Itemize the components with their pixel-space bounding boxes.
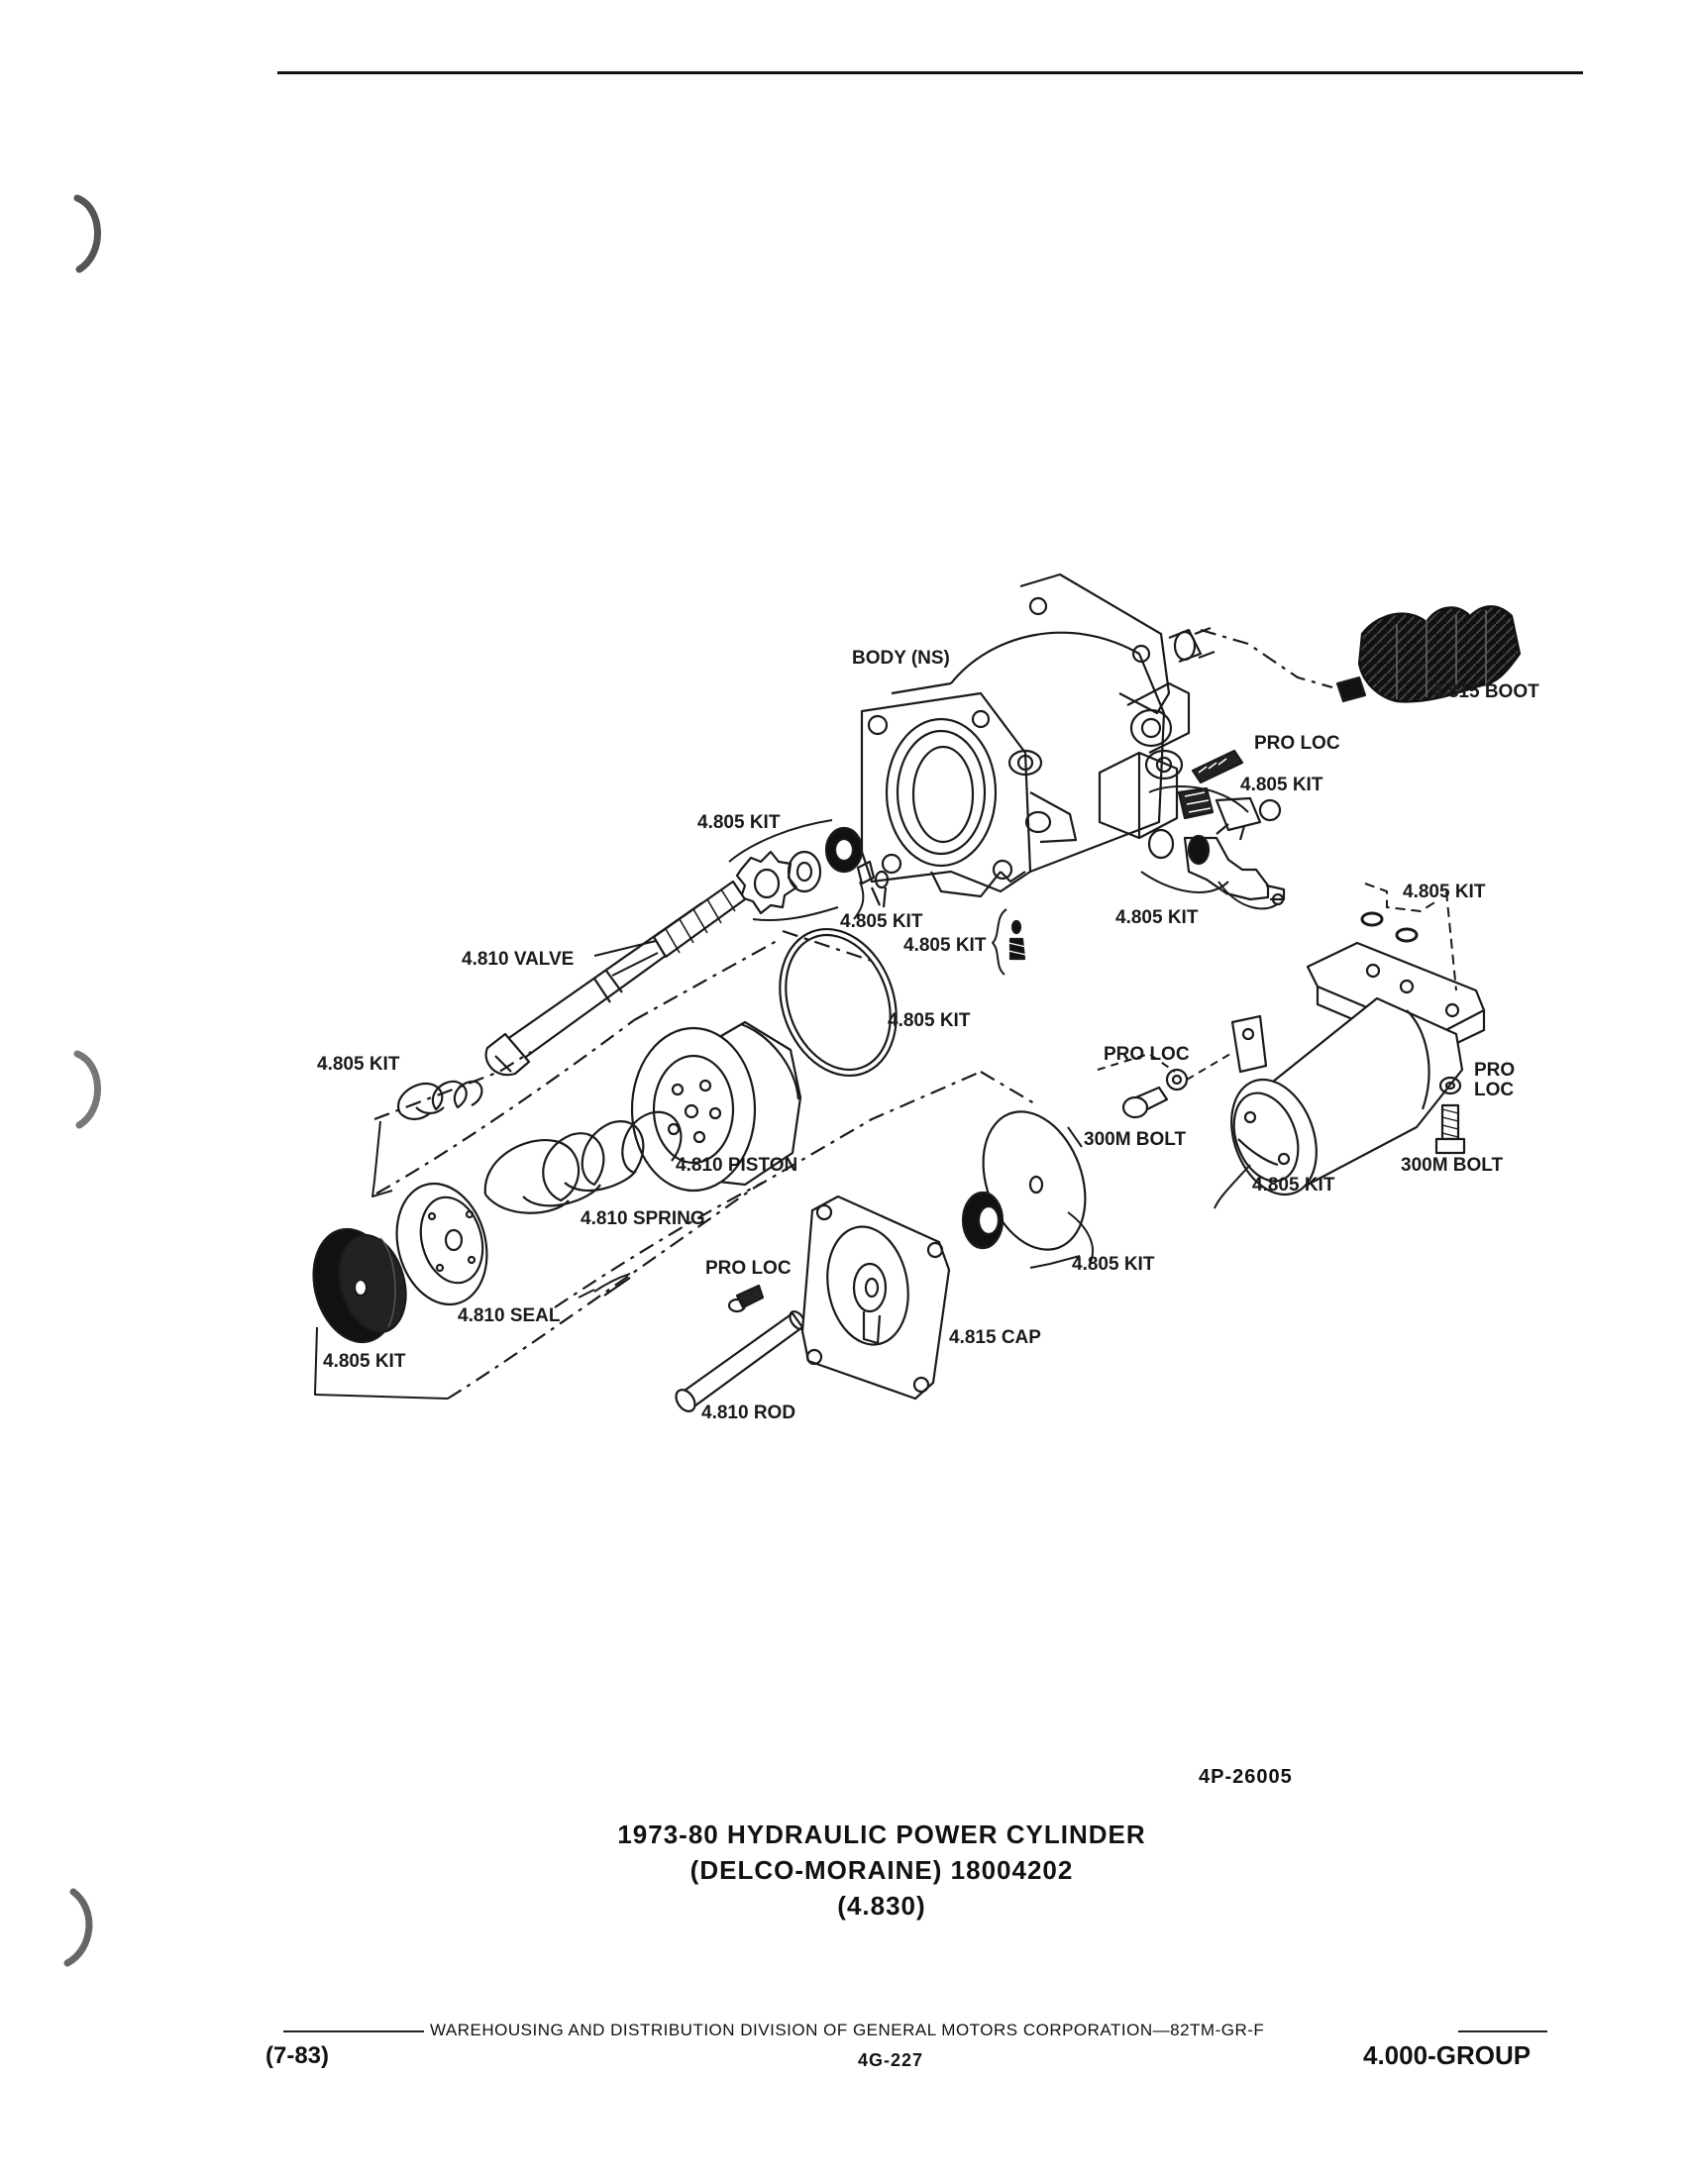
spring [483,1110,683,1214]
pro-loc-low-screw [727,1284,765,1313]
label-kit-center-2: 4.805 KIT [903,935,987,956]
label-kit-bottom-left: 4.805 KIT [323,1351,406,1372]
pro-loc-upper-fitting [1191,749,1244,784]
label-rod: 4.810 ROD [701,1403,795,1423]
punch-hole-bottom [63,1888,93,1967]
rod [675,1310,806,1412]
footer-organization: WAREHOUSING AND DISTRIBUTION DIVISION OF… [430,2021,1265,2039]
footer-page-number: 4G-227 [858,2050,924,2070]
pro-loc-washer-right [1438,1076,1462,1095]
bolt-mid [1121,1086,1169,1119]
label-kit-oring: 4.805 KIT [888,1010,971,1031]
label-kit-far-right: 4.805 KIT [1403,882,1486,902]
footer-rule: WAREHOUSING AND DISTRIBUTION DIVISION OF… [283,2021,1547,2040]
small-fittings [856,860,890,908]
label-bolt-mid: 300M BOLT [1084,1129,1187,1150]
footer-date-code: (7-83) [265,2042,330,2069]
boot [1335,605,1522,703]
mounting-tab [1230,1014,1268,1074]
label-cap: 4.815 CAP [949,1327,1041,1348]
label-bolt-right: 300M BOLT [1401,1155,1504,1176]
o-ring [779,927,898,1078]
punch-hole-top [73,194,101,273]
bleeder-screw [1007,919,1027,961]
figure-caption: 1973-80 HYDRAULIC POWER CYLINDER (DELCO-… [555,1817,1209,1924]
label-loc-right: LOC [1474,1080,1514,1100]
bolt-right [1434,1103,1466,1155]
spring-retainer [395,1182,488,1306]
label-piston: 4.810 PISTON [676,1155,797,1176]
pro-loc-washer-mid [1165,1068,1189,1092]
piston [630,1020,802,1193]
label-valve: 4.810 VALVE [462,949,574,970]
small-o-rings [1360,911,1419,943]
cap-seal [961,1191,1005,1250]
caption-line-2: (DELCO-MORAINE) 18004202 [689,1855,1074,1885]
cylinder [1214,996,1464,1209]
label-kit-left-spring: 4.805 KIT [317,1054,400,1075]
label-pro-right: PRO [1474,1060,1515,1081]
label-kit-right-mid: 4.805 KIT [1115,907,1199,928]
figure-id: 4P-26005 [1199,1766,1293,1788]
caption-line-1: 1973-80 HYDRAULIC POWER CYLINDER [617,1820,1146,1849]
footer-group: 4.000-GROUP [1363,2040,1532,2070]
label-spring: 4.810 SPRING [581,1208,705,1229]
part-labels: BODY (NS) 4.815 BOOT PRO LOC 4.805 KIT 4… [317,648,1539,1423]
rubber-seal [824,826,864,874]
upper-right-kit-parts [1177,786,1282,841]
seal [312,1227,407,1344]
label-seal: 4.810 SEAL [458,1305,561,1326]
valve [484,880,747,1077]
label-kit-cap-disc: 4.805 KIT [1072,1254,1155,1275]
label-kit-center: 4.805 KIT [840,911,923,932]
label-body: BODY (NS) [852,648,950,669]
cap [800,1195,951,1401]
label-pro-loc-low: PRO LOC [705,1258,792,1279]
label-pro-loc-mid: PRO LOC [1104,1044,1190,1065]
small-spring [397,1080,483,1121]
punch-hole-middle [73,1050,101,1129]
upper-right-valve-fitting [1147,828,1286,906]
top-rule [277,71,1583,74]
label-kit-cylinder: 4.805 KIT [1252,1175,1335,1196]
body-housing [860,572,1216,898]
label-kit-upper-right: 4.805 KIT [1240,775,1323,795]
caption-line-3: (4.830) [837,1891,926,1921]
star-washer [735,850,798,915]
label-pro-loc-top: PRO LOC [1254,733,1340,754]
label-kit-left-top: 4.805 KIT [697,812,781,833]
washer [787,850,822,893]
label-boot: 4.815 BOOT [1432,681,1539,702]
